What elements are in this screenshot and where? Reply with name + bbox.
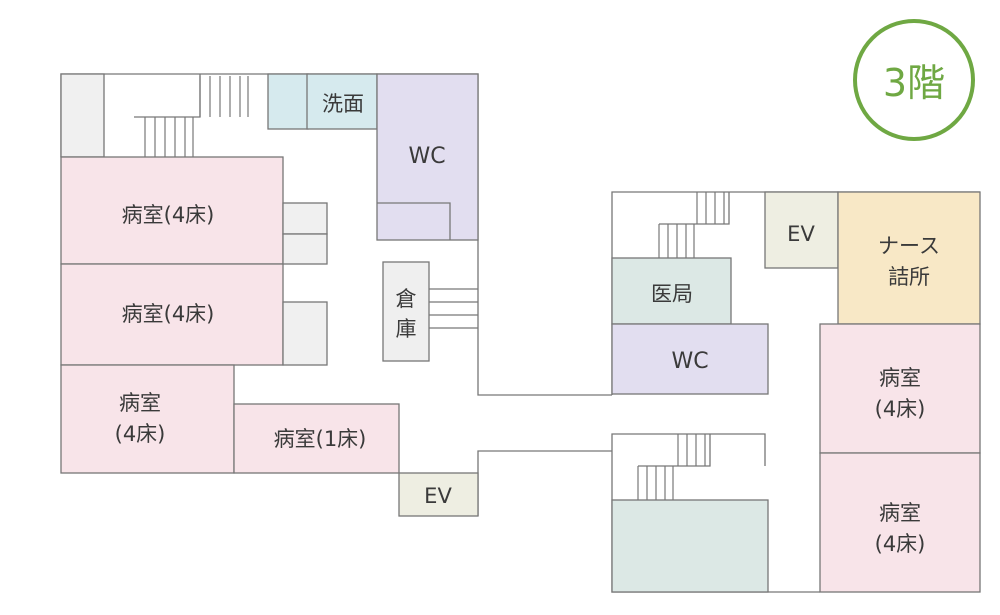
wc-right [611,323,769,395]
washroom-sink [267,73,309,130]
patient-room-f-label-1: 病室 [879,501,921,525]
left-wing: 洗面 WC 病室(4床) 病室(4床) 病室 (4床) 病室(1床) 倉 庫 [60,73,612,517]
elevator-top [764,191,839,269]
doctors-office-label: 医局 [651,282,693,306]
patient-room-d-label: 病室(1床) [274,427,367,451]
wc-left-label: WC [408,144,445,169]
stairs-right-upper [658,192,730,258]
patient-room-d [233,403,400,474]
patient-room-f-label-2: (4床) [875,532,926,556]
patient-room-e-label-2: (4床) [875,397,926,421]
patient-room-c-label-2: (4床) [115,422,166,446]
patient-room-a-label: 病室(4床) [122,203,215,227]
wc-right-label: WC [671,349,708,374]
floor-badge-label: 3階 [883,61,945,105]
nurse-station-label-1: ナース [878,234,940,258]
elevator-bottom [398,472,479,517]
lower-right-room [611,499,769,593]
fixture-1 [282,202,328,235]
patient-room-c [60,364,235,474]
nurse-station [837,191,981,325]
fixture-2 [282,233,328,265]
stairs-right-lower [637,434,711,500]
patient-room-f [819,452,981,593]
storage-label-2: 庫 [396,317,417,341]
nurse-station-label-2: 詰所 [888,265,930,289]
storage [382,261,430,362]
corridor-wall-lower [477,450,612,516]
floor-badge-circle [853,19,975,141]
patient-room-e-label-1: 病室 [879,366,921,390]
patient-room-b-label: 病室(4床) [122,302,215,326]
storage-label-1: 倉 [396,287,417,311]
washroom-label: 洗面 [322,92,364,116]
floor-badge: 3階 [853,19,975,141]
right-wing: 医局 WC EV ナース 詰所 病室 (4床) 病室 (4床) [611,191,981,593]
elevator-bottom-label: EV [424,484,452,508]
stairs-left [134,74,249,157]
fixture-3 [282,301,328,366]
patient-room-c-label-1: 病室 [119,391,161,415]
storage-shelves [429,288,478,329]
elevator-top-label: EV [787,222,815,246]
patient-room-a [60,156,284,265]
wc-left [376,73,479,241]
fixture-top-left [60,73,105,158]
doctors-office [611,257,732,325]
